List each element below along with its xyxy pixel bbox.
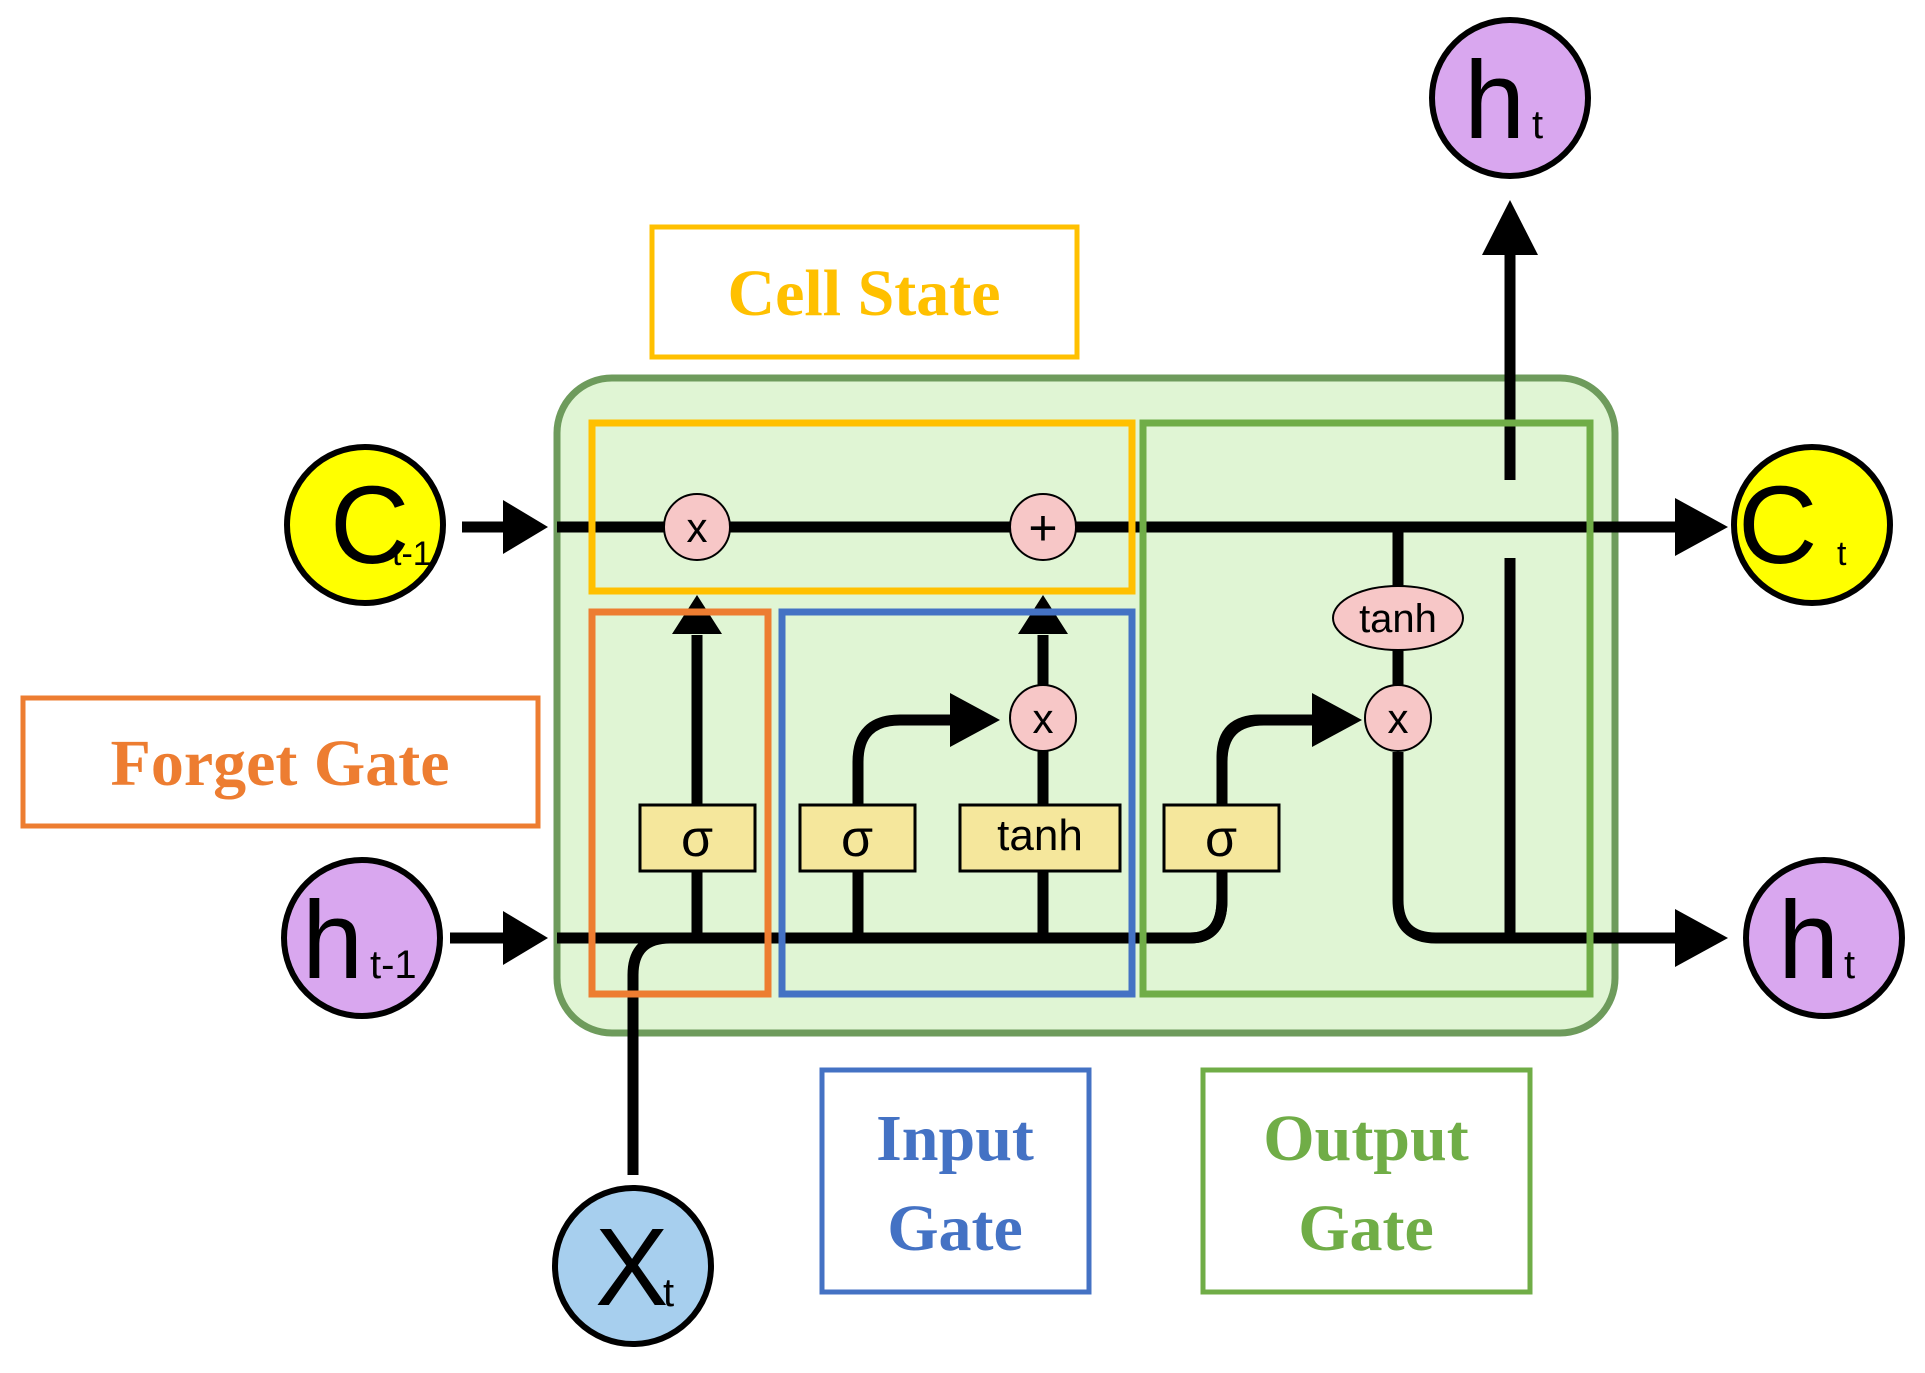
h-t-right-node: h t [1743, 857, 1905, 1019]
cell-state-region [588, 419, 1136, 595]
x-input-line [627, 932, 671, 1175]
h-up-arrowhead [1482, 200, 1538, 255]
output-multiply-symbol: x [1388, 695, 1409, 742]
input-gate-region [778, 608, 1136, 998]
forget-gate-label-box: Forget Gate [20, 695, 541, 829]
h-out-line [1392, 752, 1690, 944]
input-multiply-symbol: x [1033, 695, 1054, 742]
h-prev-node: h t-1 [281, 857, 443, 1019]
input-sigma-out-line [852, 714, 960, 805]
forget-multiply-symbol: x [687, 504, 708, 551]
input-gate-label-line2: Gate [887, 1192, 1023, 1265]
input-tanh-layer: tanh [958, 803, 1122, 873]
output-multiply-op: x [1364, 684, 1432, 752]
c-prev-arrowhead [503, 500, 548, 554]
h-prev-arrowhead [503, 911, 548, 965]
h-t-right-sub: t [1844, 943, 1855, 987]
forget-gate-label: Forget Gate [111, 727, 450, 800]
input-tanh-label: tanh [997, 811, 1083, 860]
input-gate-label-line1: Input [876, 1102, 1034, 1175]
x-t-node: X t [552, 1185, 714, 1347]
forget-multiply-op: x [663, 493, 731, 561]
cell-state-label: Cell State [727, 257, 1000, 330]
output-sigma-symbol: σ [1205, 810, 1237, 868]
h-t-top-sub: t [1532, 103, 1543, 147]
forget-sigma-symbol: σ [681, 810, 713, 868]
x-t-sub: t [663, 1271, 674, 1315]
cell-add-op: + [1009, 493, 1077, 561]
output-sigma-in-line [1189, 870, 1228, 944]
h-t-right-main: h [1778, 879, 1839, 1002]
h-t-top-main: h [1464, 39, 1525, 162]
input-sigma-arrowhead [950, 693, 1000, 747]
x-t-main: X [595, 1206, 668, 1329]
h-out-arrowhead [1675, 909, 1728, 967]
input-multiply-op: x [1009, 684, 1077, 752]
output-gate-label-line1: Output [1263, 1102, 1468, 1175]
c-prev-sub: t-1 [392, 535, 432, 573]
c-prev-node: C t-1 [284, 444, 446, 606]
input-gate-label-box: Input Gate [819, 1067, 1092, 1295]
forget-sigma-layer: σ [638, 803, 757, 873]
c-t-main: C [1738, 464, 1817, 587]
c-prev-main: C [330, 464, 409, 587]
h-prev-sub: t-1 [370, 943, 417, 987]
cell-state-label-box: Cell State [649, 224, 1080, 360]
output-sigma-layer: σ [1162, 803, 1281, 873]
output-sigma-out-line [1216, 714, 1320, 805]
cell-add-symbol: + [1028, 500, 1057, 556]
c-t-sub: t [1837, 535, 1847, 573]
input-sigma-symbol: σ [841, 810, 873, 868]
h-prev-main: h [302, 879, 363, 1002]
output-sigma-arrowhead [1312, 693, 1362, 747]
input-sigma-layer: σ [798, 803, 917, 873]
c-t-node: C t [1731, 444, 1893, 606]
output-tanh-op: tanh [1332, 585, 1464, 651]
output-gate-label-box: Output Gate [1200, 1067, 1533, 1295]
output-tanh-label: tanh [1359, 597, 1437, 641]
forget-gate-region [588, 608, 772, 998]
h-t-top-node: h t [1429, 17, 1591, 179]
output-gate-label-line2: Gate [1298, 1192, 1434, 1265]
output-gate-region [1139, 419, 1594, 998]
c-out-arrowhead [1675, 498, 1728, 556]
